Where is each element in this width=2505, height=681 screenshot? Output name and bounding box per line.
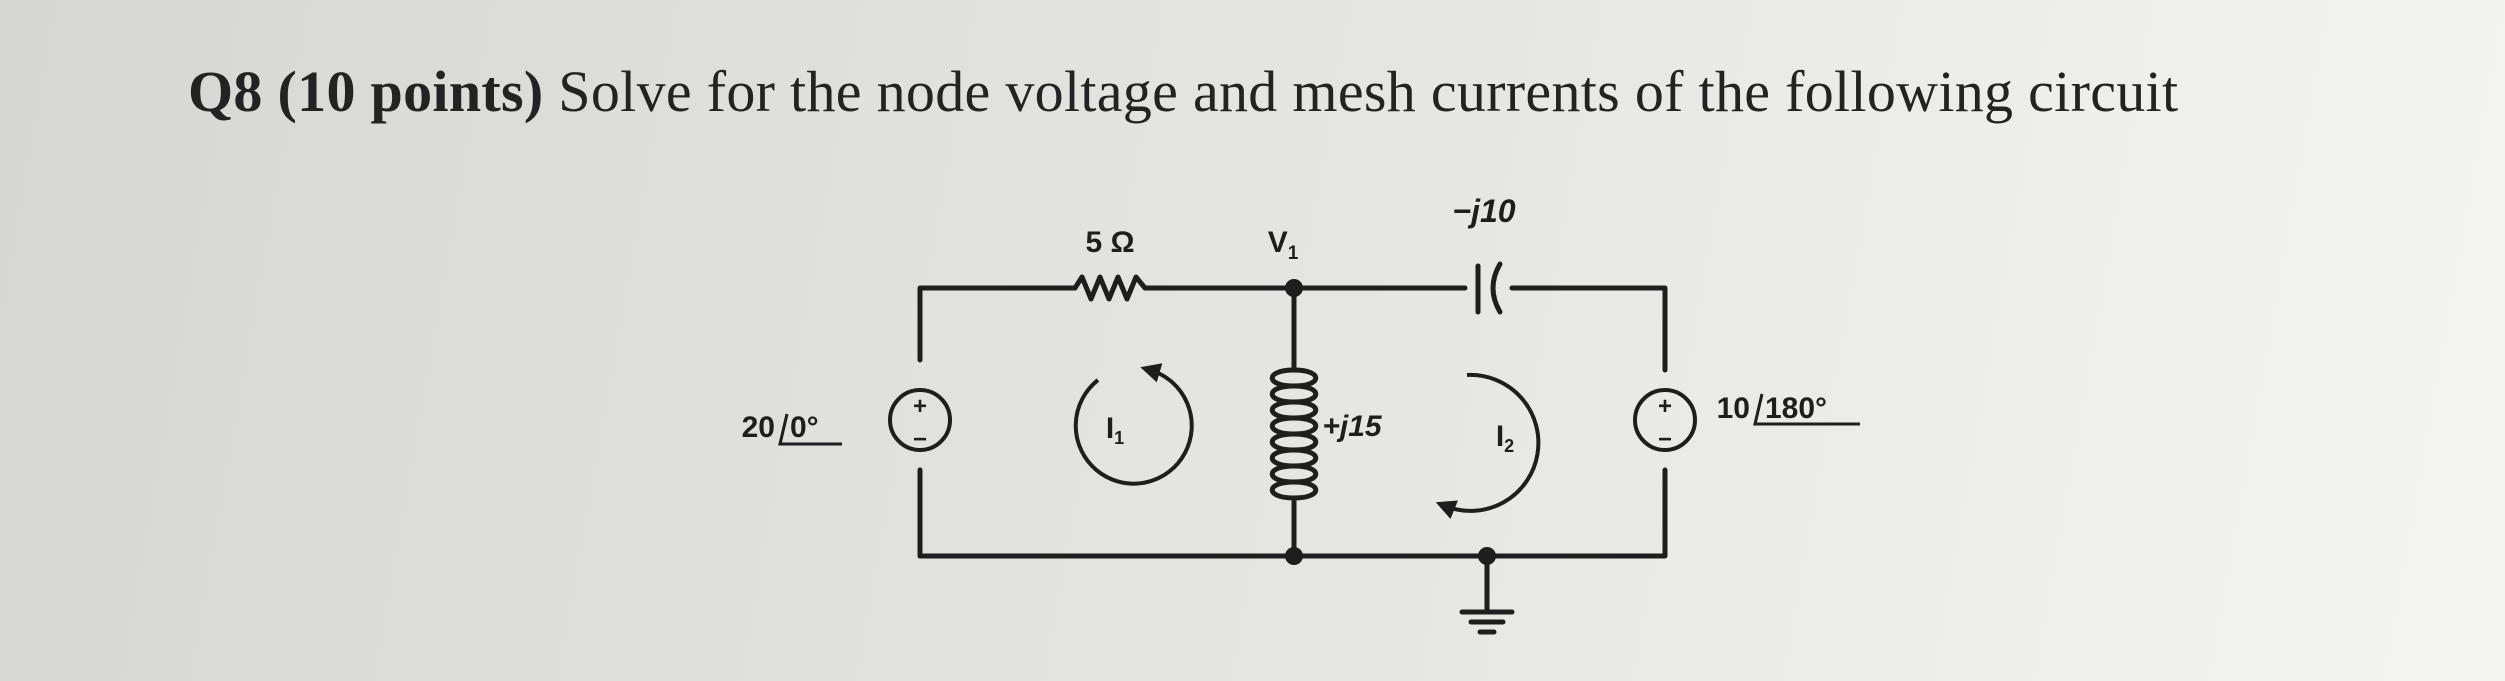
- circuit-wires: [917, 285, 1668, 613]
- node-bottom-dot: [1285, 547, 1303, 565]
- ground-node-dot: [1478, 547, 1496, 565]
- mesh1-symbol: I: [1106, 412, 1114, 445]
- voltage-source-left-icon: [888, 388, 952, 452]
- resistor-label: 5 Ω: [1085, 226, 1134, 259]
- mesh2-arrow-icon: [1435, 372, 1541, 520]
- voltage-source-right-icon: [1633, 388, 1697, 452]
- ground-symbol: [1459, 609, 1515, 635]
- question-points: (10 points): [277, 59, 544, 124]
- mesh2-label: I2: [1496, 420, 1514, 456]
- mesh1-arrow-icon: [1073, 363, 1194, 486]
- mesh1-subscript: 1: [1114, 428, 1124, 448]
- inductor-symbol: [1270, 367, 1318, 523]
- source-left-value: 20 0°: [742, 411, 842, 446]
- source-right-plus: +: [1658, 393, 1672, 420]
- resistor-symbol: [1072, 274, 1148, 302]
- node-v1-letter: V: [1268, 226, 1288, 259]
- angle-symbol-left: [778, 413, 842, 446]
- question-prompt: Solve for the node voltage and mesh curr…: [558, 59, 2179, 124]
- question-text: Q8 (10 points) Solve for the node voltag…: [188, 58, 2178, 125]
- node-v1-subscript: 1: [1288, 243, 1299, 264]
- angle-symbol-right: [1753, 393, 1860, 426]
- source-right-angle: 180°: [1765, 392, 1827, 425]
- mesh2-subscript: 2: [1504, 436, 1514, 456]
- source-right-magnitude: 10: [1717, 392, 1750, 425]
- mesh2-symbol: I: [1496, 420, 1504, 453]
- node-v1-dot: [1285, 279, 1303, 297]
- mesh1-label: I1: [1106, 412, 1124, 448]
- inductor-label: +j15: [1322, 410, 1383, 443]
- source-left-plus: +: [913, 393, 927, 420]
- source-left-magnitude: 20: [742, 411, 775, 444]
- source-right-minus: −: [1658, 426, 1672, 453]
- capacitor-label: −j10: [1452, 193, 1515, 229]
- source-left-angle: 0°: [790, 411, 819, 444]
- source-right-value: 10 180°: [1717, 392, 1860, 426]
- node-v1-label: V1: [1268, 226, 1299, 264]
- source-left-minus: −: [913, 426, 927, 453]
- capacitor-symbol: [1475, 261, 1503, 315]
- question-number: Q8: [188, 59, 263, 124]
